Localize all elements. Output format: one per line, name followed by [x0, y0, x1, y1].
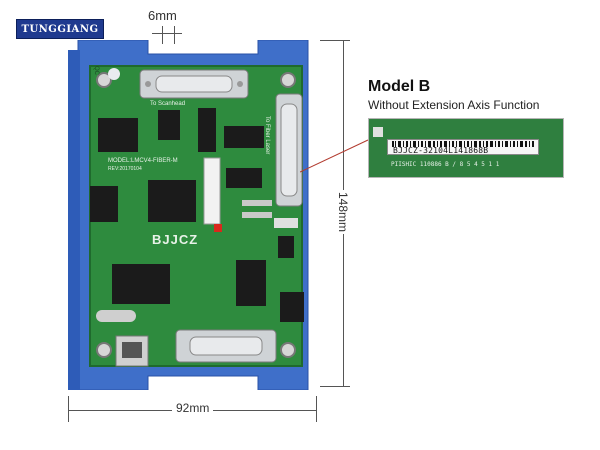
dim-top-label: 6mm — [148, 8, 177, 23]
dim-right-tick-top — [320, 40, 350, 41]
to-fiber-laser-text: To Fiber Laser — [264, 116, 270, 155]
inset-component — [373, 127, 383, 137]
dim-top-tick-right — [174, 26, 175, 44]
dim-top-tick-left — [162, 26, 163, 44]
dim-top-line — [152, 33, 182, 34]
callout-leader — [299, 136, 370, 176]
controller-board-image — [68, 39, 318, 391]
model-b-inset: BJJCZ-32104L141868B PIISHIC 110886 B / 8… — [368, 118, 564, 178]
model-title: Model B — [368, 78, 431, 95]
board-brand-text: BJJCZ — [152, 232, 199, 247]
board-version-text: REV:20170104 — [108, 166, 142, 172]
barcode-text: BJJCZ-32104L141868B — [393, 146, 489, 155]
barcode-label — [387, 139, 539, 155]
brand-logo: TUNGGIANG — [16, 19, 104, 39]
to-scanhead-text: To Scanhead — [150, 101, 186, 107]
barcode-icon — [392, 141, 534, 147]
barcode-subtext: PIISHIC 110886 B / 8 5 4 5 1 1 — [391, 161, 500, 168]
dim-bottom-label: 92mm — [172, 401, 214, 415]
dim-bottom-tick-right — [316, 396, 317, 422]
dim-right-label: 148mm — [336, 190, 350, 235]
dim-right-tick-bottom — [320, 386, 350, 387]
dim-bottom-tick-left — [68, 396, 69, 422]
board-model-text: MODEL:LMCV4-FIBER-M — [108, 158, 178, 164]
qc-label: QC — [93, 66, 99, 75]
board-drawing — [68, 39, 309, 391]
model-subtitle: Without Extension Axis Function — [368, 98, 540, 112]
